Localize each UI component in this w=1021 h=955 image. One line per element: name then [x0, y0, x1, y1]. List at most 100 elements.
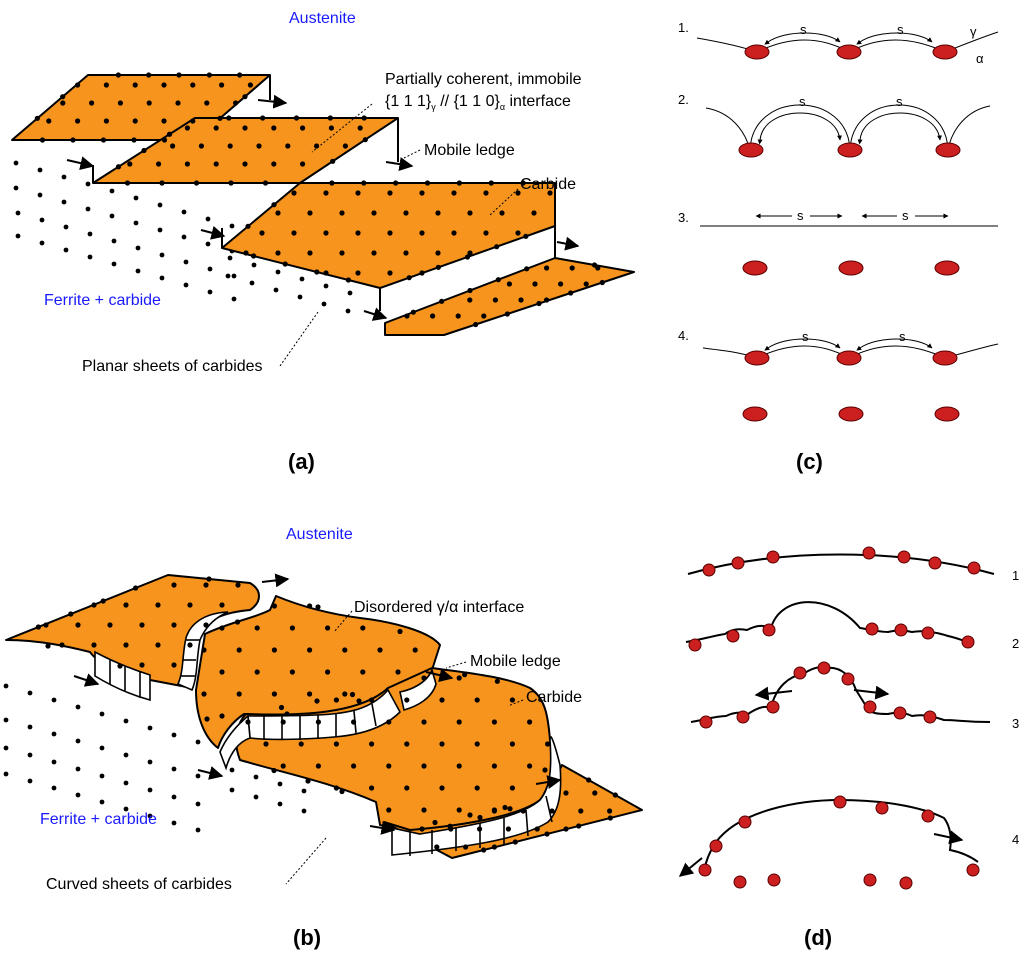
- step-number-d1: 1: [1012, 568, 1019, 583]
- carbide-dot: [280, 763, 286, 769]
- carbide-dot: [242, 161, 248, 167]
- carbide-dot: [549, 808, 555, 814]
- carbide-dot: [75, 622, 81, 628]
- ferrite-carbide-dot: [195, 773, 201, 779]
- carbide-dot: [568, 290, 574, 296]
- carbide-dot: [547, 190, 553, 196]
- gamma-label: γ: [970, 24, 977, 39]
- carbide-dot: [488, 180, 494, 186]
- carbide-dot: [518, 297, 524, 303]
- carbide-dot: [455, 313, 461, 319]
- interface-curve-d3: [690, 666, 991, 723]
- carbide-dot: [176, 72, 182, 78]
- caption-b: (b): [293, 925, 321, 950]
- carbide-dot: [100, 598, 106, 604]
- right-arrow-icon: [197, 766, 224, 780]
- ferrite-carbide-dot: [61, 174, 67, 180]
- carbide-dot: [435, 264, 441, 270]
- carbide-dot: [527, 763, 533, 769]
- double-headed-arrow-icon: [857, 112, 942, 145]
- ferrite-carbide-dot: [123, 806, 129, 812]
- ferrite-carbide-dot: [99, 745, 105, 751]
- ferrite-carbide-dot: [171, 820, 177, 826]
- carbide-dot: [213, 125, 219, 131]
- carbide-dot: [439, 298, 445, 304]
- carbide-dot: [509, 785, 515, 791]
- carbide-dot: [607, 815, 613, 821]
- carbide-dot: [307, 603, 313, 609]
- ferrite-carbide-dot: [63, 247, 69, 253]
- ferrite-dot-field-b: [3, 683, 307, 833]
- carbide-dot: [523, 233, 529, 239]
- spacing-label: s: [797, 208, 804, 223]
- carbide-dot: [595, 265, 601, 271]
- carbide-dot: [395, 669, 401, 675]
- ferrite-carbide-dot: [147, 787, 153, 793]
- carbide-dot: [542, 767, 548, 773]
- carbide-dot: [506, 281, 512, 287]
- ferrite-carbide-dot: [195, 739, 201, 745]
- spacing-label: s: [897, 22, 904, 37]
- carbide-dot: [339, 210, 345, 216]
- carbide-dot: [448, 826, 454, 832]
- carbide-dot: [536, 300, 542, 307]
- carbide-dot: [285, 143, 291, 149]
- carbide-particle: [767, 873, 781, 887]
- carbide-dot: [75, 118, 81, 124]
- ferrite-carbide-dot: [275, 269, 281, 275]
- carbide-dot: [576, 823, 582, 829]
- ferrite-carbide-dot: [37, 167, 43, 173]
- carbide-dot: [483, 190, 489, 196]
- right-arrow-icon: [535, 775, 562, 789]
- ferrite-carbide-dot: [249, 280, 255, 286]
- ferrite-carbide-dot: [277, 781, 283, 787]
- carbide-dot: [403, 250, 409, 256]
- ferrite-carbide-dot: [231, 296, 237, 302]
- carbide-dot: [569, 265, 575, 271]
- austenite-label-a: Austenite: [289, 10, 356, 27]
- panel-c: 1. γ α s s 2. s s 3. s s 4. s s: [678, 20, 999, 474]
- carbide-dot: [544, 297, 550, 303]
- carbide-dot: [421, 763, 427, 769]
- spacing-label: s: [802, 329, 809, 344]
- carbide-dot: [75, 82, 81, 88]
- carbide-dot: [586, 777, 592, 783]
- carbide-dot: [474, 741, 480, 747]
- carbide-dot: [245, 719, 251, 725]
- blade-rib: [545, 795, 553, 823]
- carbide-particle: [961, 635, 975, 649]
- carbide-dot: [35, 624, 42, 630]
- carbide-particle: [865, 622, 879, 636]
- ferrite-carbide-dot: [321, 301, 327, 307]
- right-arrow-icon: [257, 94, 288, 109]
- carbide-particle: [837, 142, 863, 158]
- carbide-dot: [520, 808, 526, 814]
- carbide-dot: [421, 807, 427, 813]
- carbide-dot: [275, 210, 281, 216]
- carbide-dot: [330, 158, 336, 164]
- blade-ribs: [109, 639, 553, 856]
- ferrite-carbide-dot: [227, 255, 233, 261]
- mobile-ledge-label-a: Mobile ledge: [424, 142, 515, 159]
- carbide-dot: [404, 697, 410, 703]
- ferrite-carbide-dot: [39, 217, 45, 223]
- carbide-dot: [226, 115, 232, 121]
- mobile-ledge-label-b: Mobile ledge: [470, 653, 561, 670]
- right-arrow-icon: [385, 157, 414, 172]
- sheets-label-a: Planar sheets of carbides: [82, 358, 263, 375]
- carbide-dot: [123, 642, 129, 648]
- ferrite-carbide-dot: [133, 195, 139, 201]
- carbide-particle: [738, 142, 764, 158]
- carbide-dot: [328, 125, 334, 131]
- caption-c: (c): [796, 449, 823, 474]
- carbide-dot: [107, 622, 113, 628]
- carbide-dot: [544, 831, 550, 837]
- carbide-dot: [355, 190, 361, 196]
- ferrite-carbide-dot: [99, 773, 105, 779]
- carbide-dots-b: [35, 576, 618, 853]
- interface-curve-d4: [703, 798, 979, 873]
- panel-d: 1 2 3 4 (d): [678, 546, 1019, 950]
- interface-label-a-line1: Partially coherent, immobile: [385, 71, 582, 88]
- carbide-dot: [300, 125, 306, 131]
- carbide-dot: [355, 270, 361, 276]
